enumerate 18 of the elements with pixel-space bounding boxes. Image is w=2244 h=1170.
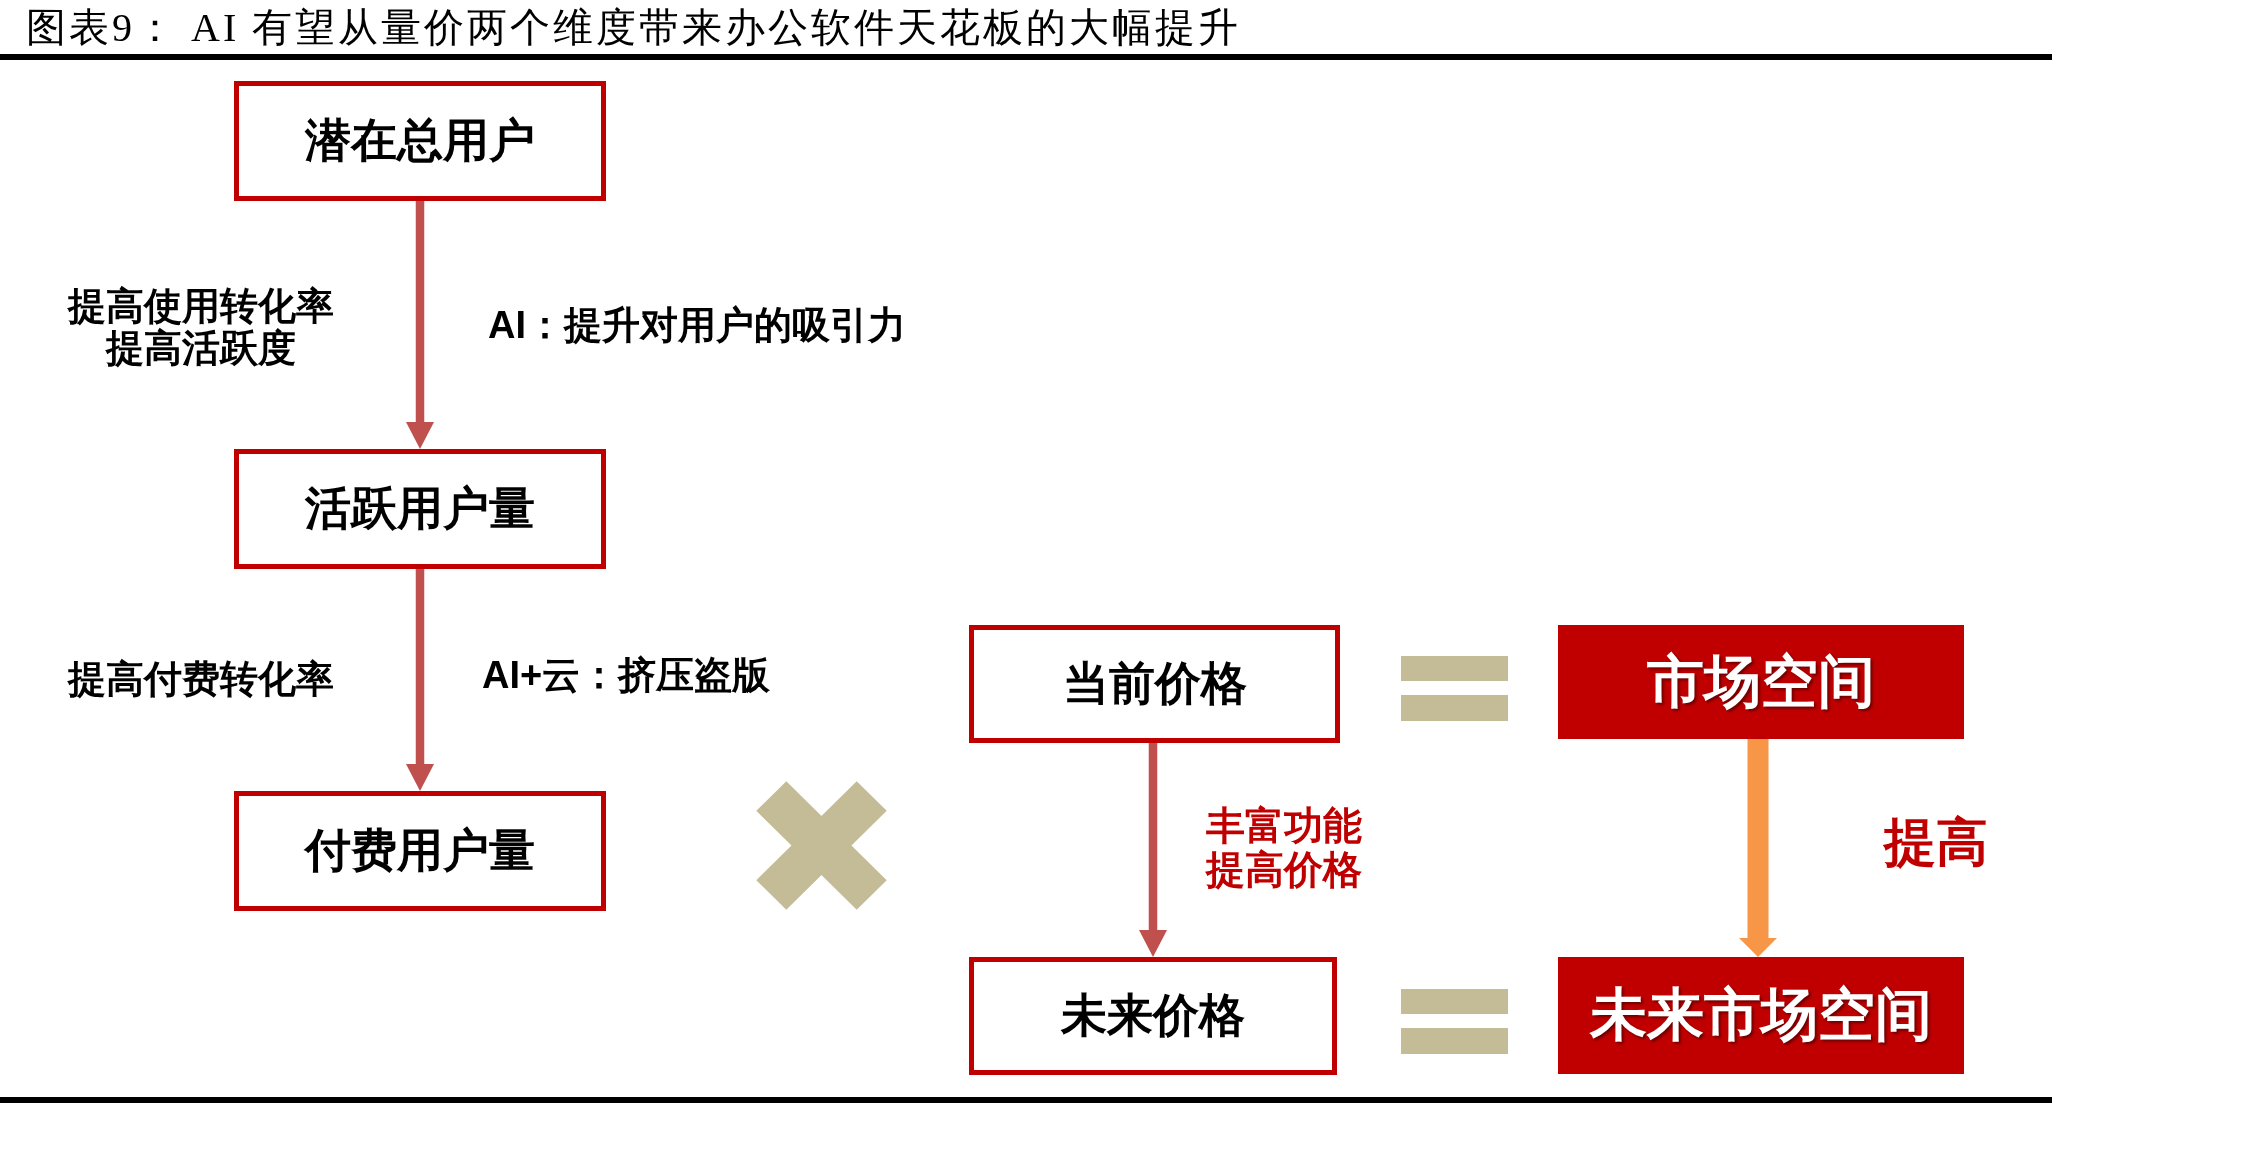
- annotation-text: 提高付费转化率: [68, 657, 334, 702]
- process-box: 未来价格: [969, 957, 1337, 1075]
- annotation-text: AI+云：挤压盗版: [482, 653, 771, 698]
- arrow: [1139, 743, 1167, 957]
- figure-title: 图表9： AI 有望从量价两个维度带来办公软件天花板的大幅提升: [26, 4, 1242, 52]
- result-box: 市场空间: [1558, 625, 1964, 739]
- annotation-text: 提高使用转化率提高活跃度: [66, 285, 335, 369]
- arrow: [1739, 739, 1777, 957]
- result-box: 未来市场空间: [1558, 957, 1964, 1074]
- annotation-text: 丰富功能提高价格: [1206, 804, 1363, 892]
- arrow: [406, 201, 434, 449]
- process-box: 活跃用户量: [234, 449, 606, 569]
- process-box: 潜在总用户: [234, 81, 606, 201]
- process-box: 付费用户量: [234, 791, 606, 911]
- annotation-text: AI：提升对用户的吸引力: [488, 303, 906, 348]
- arrow: [406, 569, 434, 791]
- process-box: 当前价格: [969, 625, 1340, 743]
- annotation-text: 提高: [1884, 812, 1988, 872]
